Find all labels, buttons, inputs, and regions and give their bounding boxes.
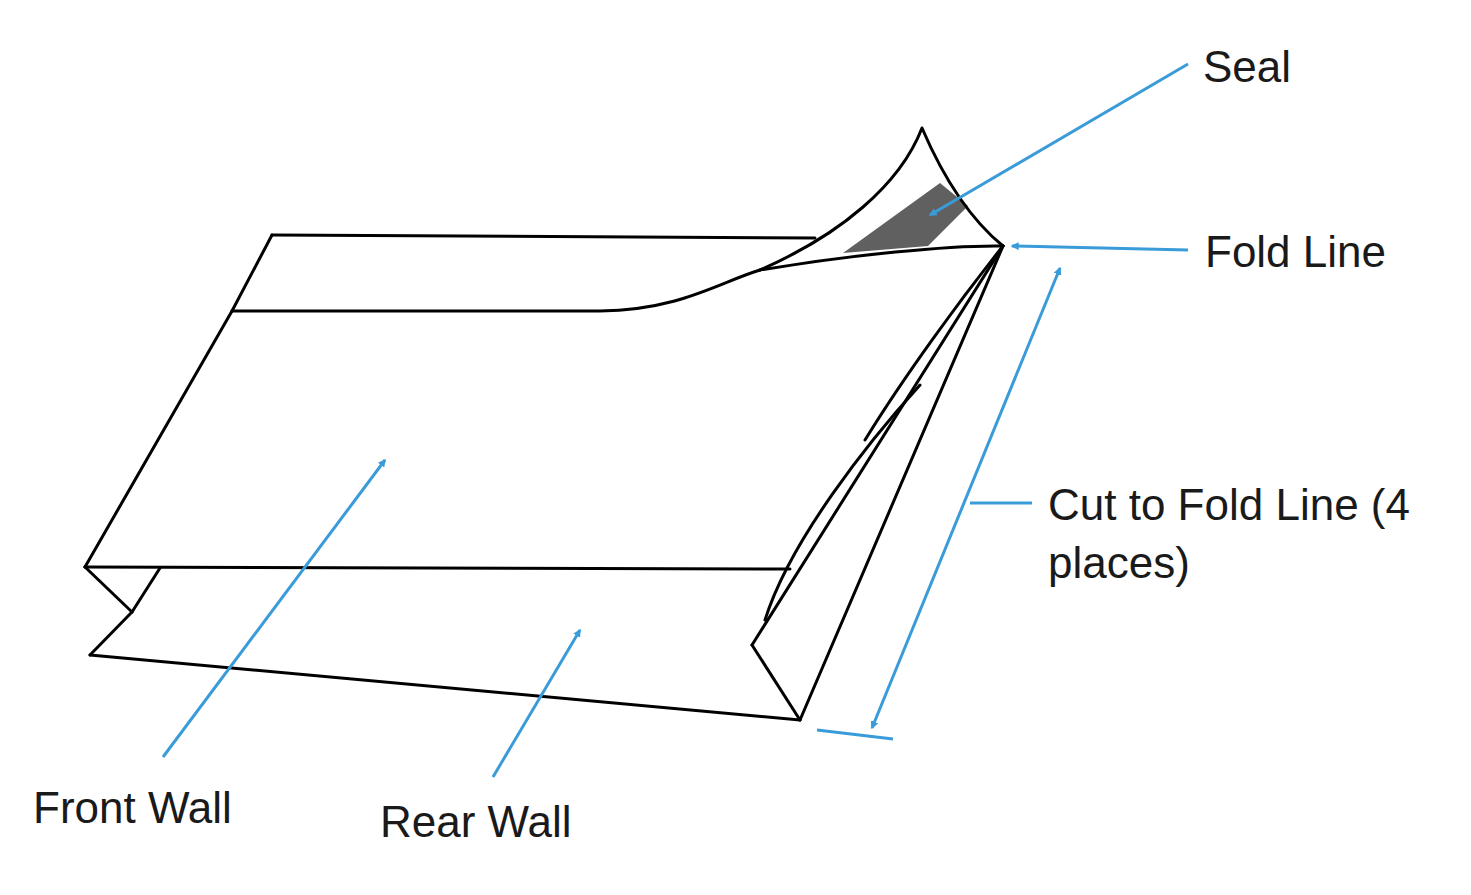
rear-wall-label: Rear Wall	[380, 793, 572, 851]
bag-outline	[85, 128, 1003, 720]
seal-label: Seal	[1203, 38, 1291, 96]
fold-line-label: Fold Line	[1205, 223, 1386, 281]
leader-lines	[163, 64, 1188, 777]
front-wall-label: Front Wall	[33, 779, 232, 837]
cut-note-label: Cut to Fold Line (4 places)	[1048, 476, 1418, 592]
